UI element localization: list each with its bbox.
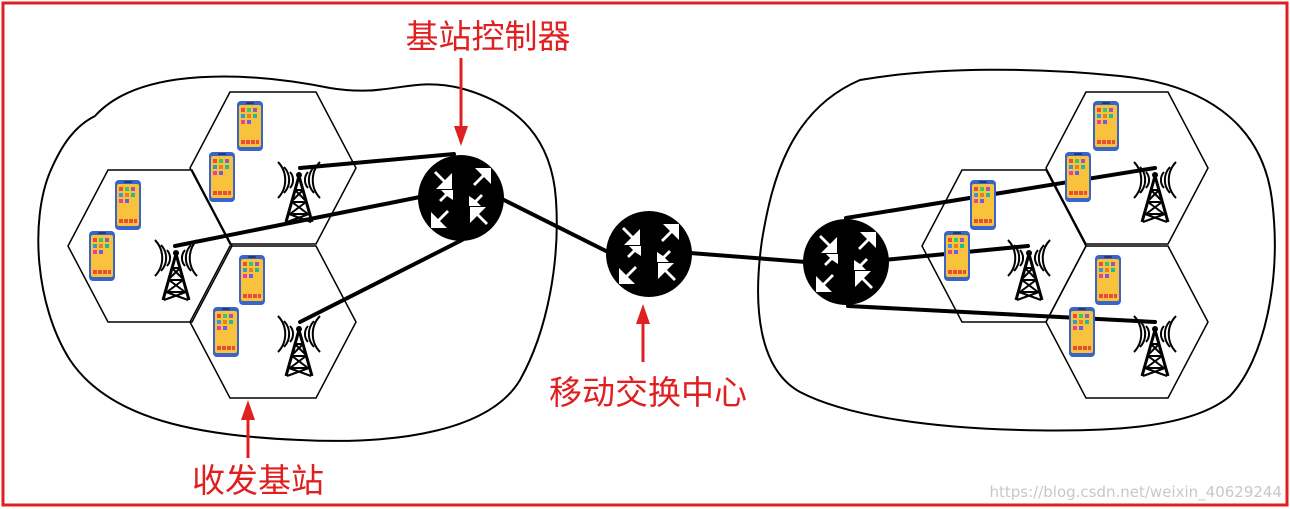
smartphone-icon xyxy=(209,152,235,202)
router-icon xyxy=(606,211,692,297)
right-network-region xyxy=(757,68,1276,432)
cell-tower-icon xyxy=(1006,238,1052,302)
msc-arrow xyxy=(636,304,650,362)
router-icon xyxy=(803,219,889,305)
cell-tower-icon xyxy=(1132,314,1178,378)
smartphone-icon xyxy=(213,307,239,357)
left-network-region xyxy=(37,75,558,442)
link-tower-mid-left xyxy=(173,194,427,248)
link-bsc-left-msc xyxy=(498,196,614,256)
bts-arrow xyxy=(241,400,255,458)
router-icon xyxy=(418,155,504,241)
smartphone-icon xyxy=(115,180,141,230)
smartphone-icon xyxy=(239,255,265,305)
cell-tower-icon xyxy=(153,238,199,302)
left-cells xyxy=(67,91,357,399)
smartphone-icon xyxy=(970,180,996,230)
link-tower-bot-right xyxy=(846,304,1157,324)
smartphone-icon xyxy=(237,101,263,151)
cell-tower-icon xyxy=(276,314,322,378)
right-cell-top xyxy=(1045,91,1209,245)
left-cell-middle xyxy=(67,169,233,323)
bsc-label: 基站控制器 xyxy=(406,17,571,56)
right-cells xyxy=(921,91,1209,399)
bsc-arrow xyxy=(454,58,468,146)
smartphone-icon xyxy=(1069,307,1095,357)
smartphone-icon xyxy=(944,231,970,281)
right-cell-bottom xyxy=(1045,245,1209,399)
callout-arrows xyxy=(241,58,650,458)
links xyxy=(173,152,1157,324)
left-cell-top xyxy=(189,91,357,245)
link-msc-bsc-right xyxy=(688,251,808,264)
watermark: https://blog.csdn.net/weixin_40629244 xyxy=(989,483,1282,502)
bts-label: 收发基站 xyxy=(192,461,324,500)
smartphone-icon xyxy=(89,231,115,281)
cell-tower-icon xyxy=(276,160,322,224)
link-tower-top-left xyxy=(298,152,456,170)
cell-tower-icon xyxy=(1132,160,1178,224)
left-cell-bottom xyxy=(189,245,357,399)
smartphone-icon xyxy=(1065,152,1091,202)
link-tower-bot-left xyxy=(298,238,464,324)
smartphone-icon xyxy=(1095,255,1121,305)
smartphone-icon xyxy=(1093,101,1119,151)
msc-label: 移动交换中心 xyxy=(549,373,747,412)
link-tower-top-right xyxy=(844,166,1157,220)
